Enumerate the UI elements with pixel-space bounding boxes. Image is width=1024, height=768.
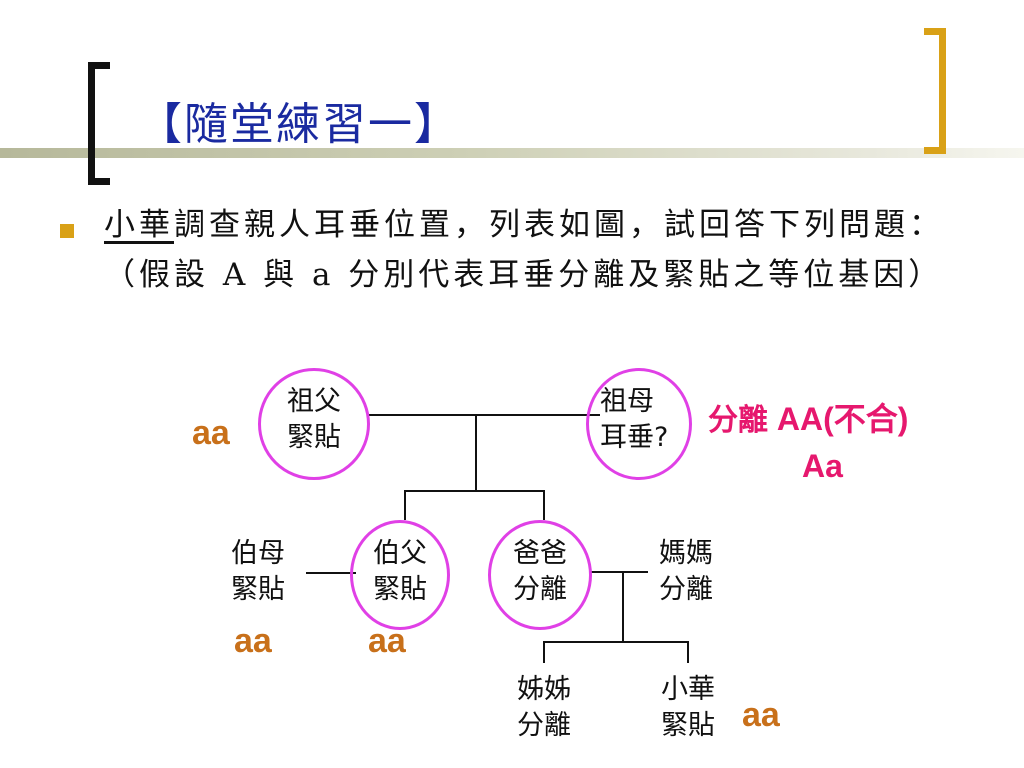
grandfather-relation: 祖父 [287, 386, 341, 417]
aunt-trait: 緊貼 [231, 574, 285, 605]
question-text: 小華調查親人耳垂位置，列表如圖，試回答下列問題：（假設 A 與 a 分別代表耳垂… [104, 200, 944, 300]
title-underline-rule [0, 148, 1024, 158]
self-relation: 小華 [661, 674, 715, 705]
aunt-uncle-marriage-line [306, 572, 356, 574]
aunt-label: 伯母 緊貼 [218, 536, 298, 608]
father-circle [488, 520, 592, 630]
left-bracket-decoration [88, 62, 110, 185]
grandparents-marriage-line [368, 414, 600, 416]
self-trait: 緊貼 [661, 710, 715, 741]
grandfather-label: 祖父 緊貼 [274, 384, 354, 456]
grandfather-trait: 緊貼 [287, 422, 341, 453]
father-drop-line [543, 490, 545, 520]
sister-drop-line [543, 641, 545, 663]
children-bar-line [543, 641, 689, 643]
grandmother-phenotype: 分離 [708, 403, 768, 438]
uncle-label: 伯父 緊貼 [360, 536, 440, 608]
uncle-trait: 緊貼 [373, 574, 427, 605]
grandmother-answer-genotype: Aa [802, 448, 843, 484]
grandfather-circle [258, 368, 370, 480]
grandfather-genotype: aa [192, 414, 230, 452]
father-label: 爸爸 分離 [500, 536, 580, 608]
uncle-circle [350, 520, 450, 630]
grandmother-circle [586, 368, 692, 480]
mother-relation: 媽媽 [659, 538, 713, 569]
grandmother-trait: 耳垂? [600, 422, 669, 453]
grandmother-relation: 祖母 [600, 386, 654, 417]
grandmother-phenotype-note: 分離 AA(不合) [708, 394, 908, 440]
self-label: 小華 緊貼 [648, 672, 728, 744]
parents-descent-line [622, 572, 624, 642]
right-bracket-decoration [924, 28, 946, 154]
uncle-drop-line [404, 490, 406, 520]
grandmother-label: 祖母 耳垂? [600, 384, 700, 456]
parents-marriage-line [590, 571, 648, 573]
slide-title: 【隨堂練習一】 [138, 99, 460, 150]
uncle-relation: 伯父 [373, 538, 427, 569]
mother-trait: 分離 [659, 574, 713, 605]
father-trait: 分離 [513, 574, 567, 605]
question-body: 調查親人耳垂位置，列表如圖，試回答下列問題：（假設 A 與 a 分別代表耳垂分離… [104, 207, 944, 293]
sister-relation: 姊姊 [517, 674, 571, 705]
father-relation: 爸爸 [513, 538, 567, 569]
self-genotype: aa [742, 696, 780, 734]
self-drop-line [687, 641, 689, 663]
aunt-relation: 伯母 [231, 538, 285, 569]
grandparents-descent-line [475, 415, 477, 491]
sibling-bar-line [404, 490, 545, 492]
sister-label: 姊姊 分離 [504, 672, 584, 744]
mother-label: 媽媽 分離 [646, 536, 726, 608]
bullet-square-icon [60, 224, 74, 238]
sister-trait: 分離 [517, 710, 571, 741]
uncle-genotype: aa [368, 622, 406, 660]
aunt-genotype: aa [234, 622, 272, 660]
student-name: 小華 [104, 207, 174, 243]
grandmother-rejected-genotype: AA(不合) [776, 401, 909, 437]
